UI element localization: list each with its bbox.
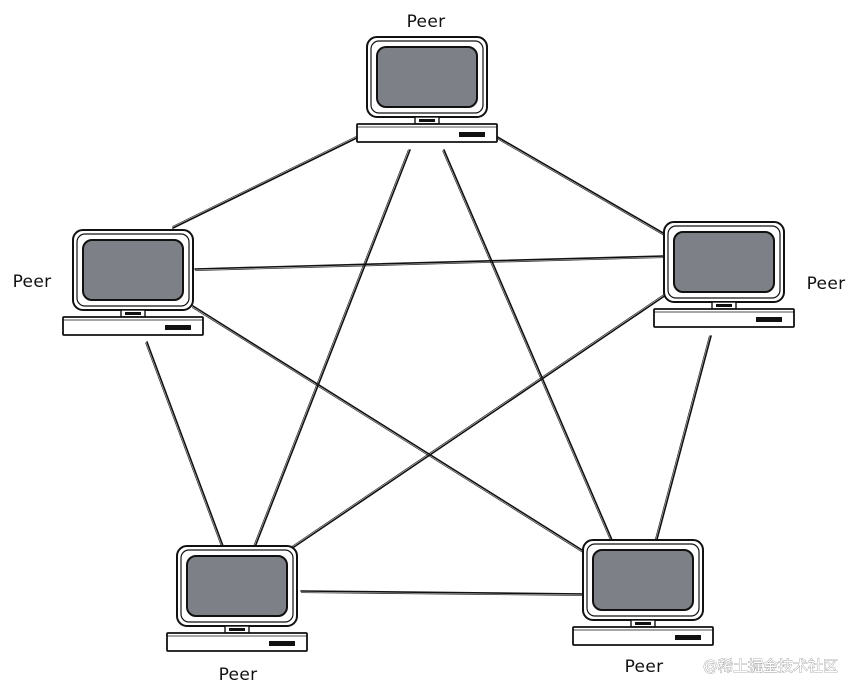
neck-detail	[635, 622, 651, 625]
monitor-frame-inner	[586, 543, 700, 617]
link-left-bottom-left	[145, 341, 224, 547]
link-line	[443, 149, 613, 541]
drive-slot	[756, 317, 782, 322]
link-line-shadow	[480, 129, 670, 239]
peer-node-bottom-left	[166, 545, 308, 652]
computer-base	[62, 316, 204, 336]
peer-node-top	[356, 36, 498, 143]
link-top-bottom-right	[442, 149, 613, 541]
link-line-shadow	[654, 335, 710, 543]
link-line	[192, 305, 591, 556]
monitor-frame-inner	[76, 233, 190, 307]
peer-node-bottom-right	[572, 539, 714, 646]
drive-slot	[165, 325, 191, 330]
drive-slot	[459, 132, 485, 137]
link-right-bottom-left	[289, 293, 667, 550]
watermark-text: @稀土掘金技术社区	[703, 657, 838, 675]
peer-node-right	[653, 221, 795, 328]
monitor-screen	[186, 555, 288, 617]
link-bottom-left-bottom-right	[300, 590, 589, 596]
link-line-shadow	[442, 150, 611, 541]
monitor-frame-inner	[370, 40, 484, 114]
drive-slot	[269, 641, 295, 646]
link-line	[172, 129, 374, 229]
link-line-shadow	[300, 592, 588, 596]
neck-detail	[125, 312, 141, 315]
computer-base	[572, 626, 714, 646]
link-left-right	[194, 255, 665, 271]
link-line	[655, 335, 712, 544]
link-line-shadow	[191, 307, 590, 557]
monitor-screen	[673, 231, 775, 293]
link-line-shadow	[172, 128, 373, 227]
link-top-bottom-left	[253, 149, 411, 548]
neck-detail	[716, 304, 732, 307]
peer-label-bottom-left: Peer	[219, 665, 258, 685]
link-left-bottom-right	[191, 305, 591, 557]
monitor-frame-inner	[667, 225, 781, 299]
monitor-frame-inner	[180, 549, 294, 623]
link-line	[194, 255, 665, 270]
link-line	[481, 127, 671, 238]
link-line-shadow	[289, 293, 666, 549]
computer-base	[356, 123, 498, 143]
connection-links	[145, 127, 712, 596]
monitor-screen	[376, 46, 478, 108]
monitor-screen	[592, 549, 694, 611]
monitor-screen	[82, 239, 184, 301]
peer-label-bottom-right: Peer	[625, 657, 664, 677]
link-line	[300, 590, 589, 595]
link-line	[254, 149, 411, 548]
computer-base	[653, 308, 795, 328]
neck-detail	[419, 119, 435, 122]
computer-base	[166, 632, 308, 652]
link-top-left	[172, 128, 374, 229]
peer-label-right: Peer	[807, 274, 846, 294]
link-line-shadow	[253, 149, 409, 547]
link-line	[290, 294, 667, 550]
link-top-right	[480, 127, 671, 239]
peer-label-top: Peer	[407, 12, 446, 32]
link-right-bottom-right	[654, 335, 712, 544]
link-line-shadow	[195, 257, 665, 271]
drive-slot	[675, 635, 701, 640]
peer-label-left: Peer	[13, 272, 52, 292]
link-line-shadow	[145, 342, 222, 547]
peer-node-left	[62, 229, 204, 336]
neck-detail	[229, 628, 245, 631]
link-line	[146, 341, 224, 547]
